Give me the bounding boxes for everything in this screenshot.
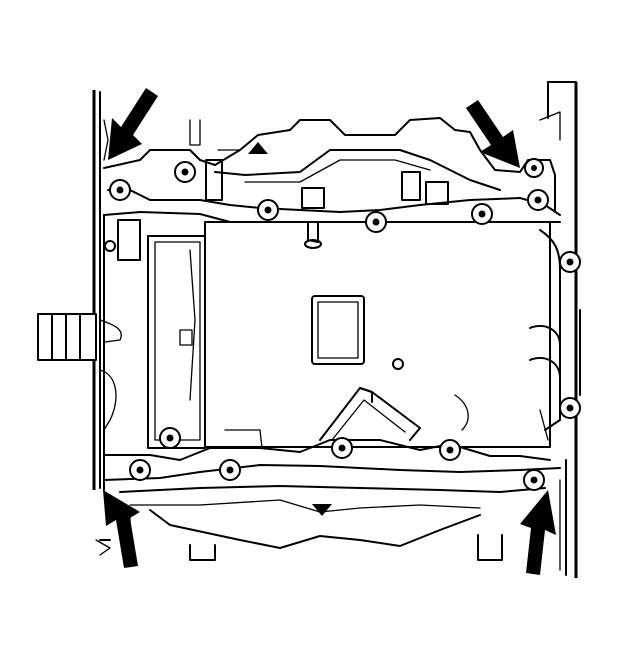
bolts-bottom: [104, 240, 545, 491]
detail-strokes: [129, 111, 561, 526]
top-fittings: [205, 159, 449, 249]
arrow-bottom-left: [103, 490, 140, 568]
arrow-top-left: [108, 88, 158, 160]
pan-body: [99, 214, 581, 491]
bolts-top: [109, 158, 549, 233]
arrow-bottom-right: [520, 490, 556, 575]
drain-window: [311, 295, 404, 370]
engine-block-left: [92, 90, 111, 556]
bolts-right: [559, 251, 581, 419]
engine-block-right: [547, 81, 578, 578]
crankshaft-stub: [37, 313, 97, 361]
lower-flange: [99, 439, 561, 561]
arrow-top-right: [466, 100, 520, 168]
pickup-housing: [319, 387, 421, 441]
callout-arrows: [103, 88, 556, 575]
direction-markers: [248, 142, 332, 516]
